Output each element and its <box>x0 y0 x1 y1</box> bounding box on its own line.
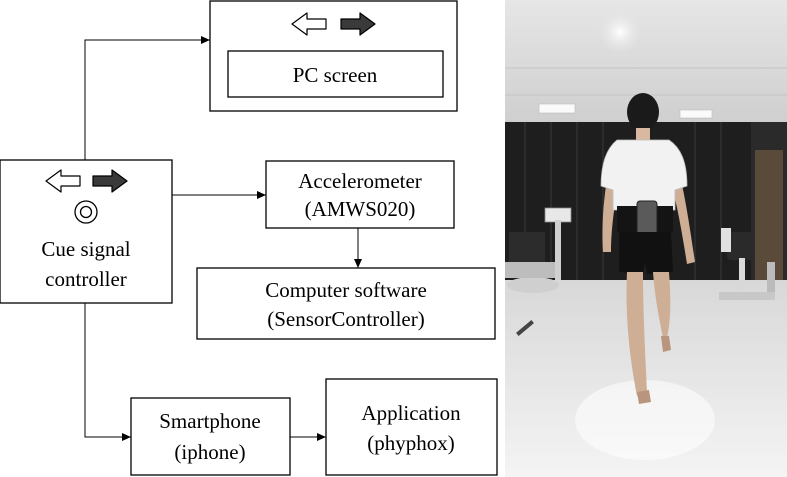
smartphone-label-line1: Smartphone <box>159 409 260 433</box>
accelerometer-label-line1: Accelerometer <box>298 169 422 193</box>
cue-signal-controller-node: Cue signal controller <box>0 159 173 304</box>
head <box>627 93 659 131</box>
left-arrow-outline-icon <box>45 169 81 193</box>
ceiling-light-right <box>679 109 713 119</box>
right-arrow-filled-icon <box>92 169 128 193</box>
left-leg <box>626 272 647 396</box>
pc-screen-label: PC screen <box>293 63 378 87</box>
ceiling-light-left <box>538 103 576 114</box>
white-t-shirt <box>600 139 688 211</box>
pc-screen-node: PC screen <box>209 0 458 112</box>
right-arrow-filled-icon <box>340 12 376 36</box>
system-diagram: PC screen Cue signal controller Accelero… <box>0 0 498 476</box>
smartphone-node: Smartphone (iphone) <box>130 397 291 476</box>
accelerometer-node: Accelerometer (AMWS020) <box>265 160 455 229</box>
connector-controller-to-pc-screen <box>84 36 210 160</box>
exercise-bike-left <box>505 207 572 293</box>
exercise-bike-right <box>719 228 775 300</box>
computer-software-node: Computer software (SensorController) <box>196 267 496 340</box>
walking-person <box>600 93 695 404</box>
phone-in-belt <box>636 200 658 238</box>
connectors <box>84 36 362 441</box>
accelerometer-label-line2: (AMWS020) <box>305 197 416 221</box>
left-arrow-outline-icon <box>291 12 327 36</box>
software-label-line2: (SensorController) <box>267 307 424 331</box>
controller-label-line2: controller <box>45 267 127 291</box>
concentric-circle-button-icon <box>74 200 98 224</box>
connector-controller-to-smartphone <box>84 303 131 441</box>
application-label-line2: (phyphox) <box>367 431 455 455</box>
walking-subject-photo <box>505 0 787 477</box>
right-leg <box>653 272 671 338</box>
ceiling-light-glow <box>598 10 642 54</box>
application-label-line1: Application <box>361 401 461 425</box>
application-node: Application (phyphox) <box>325 378 498 476</box>
pc-screen-box <box>227 50 444 98</box>
controller-label-line1: Cue signal <box>41 237 130 261</box>
smartphone-label-line2: (iphone) <box>174 440 245 464</box>
software-label-line1: Computer software <box>265 278 427 302</box>
